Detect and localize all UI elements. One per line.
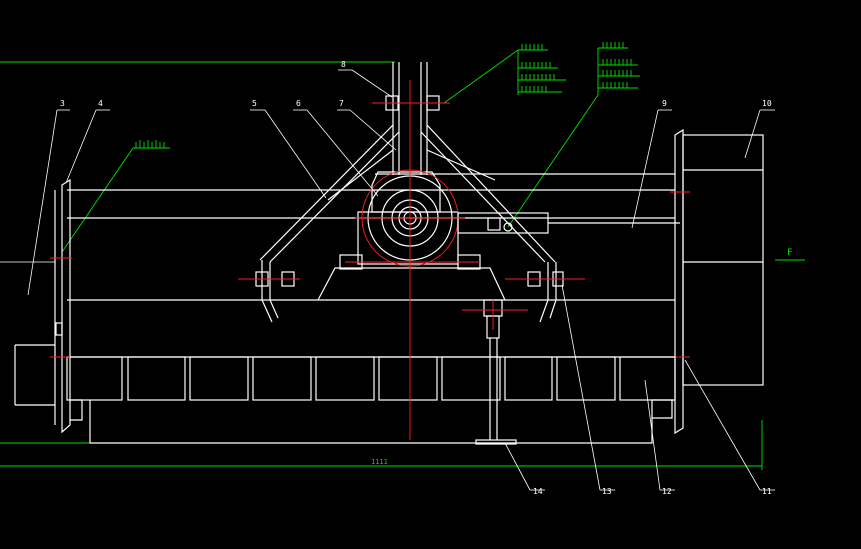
- part-label-8: 8: [341, 60, 346, 69]
- main-housing: [0, 128, 764, 444]
- overall-dimension: 1111: [371, 458, 388, 466]
- part-label-4: 4: [98, 99, 103, 108]
- view-marker-f: F: [787, 248, 792, 258]
- hitch-frame: [255, 62, 564, 323]
- part-label-3: 3: [60, 99, 65, 108]
- centerlines: [50, 80, 690, 440]
- part-label-10: 10: [762, 99, 772, 108]
- leader-lines: [27, 69, 775, 491]
- roughness-symbol-top-1: [517, 44, 566, 95]
- part-label-13: 13: [602, 487, 612, 496]
- support-leg: [475, 299, 517, 445]
- part-label-11: 11: [762, 487, 772, 496]
- roughness-symbol-left: [133, 140, 170, 149]
- roughness-symbol-top-2: [597, 42, 640, 95]
- part-label-14: 14: [533, 487, 543, 496]
- part-label-5: 5: [252, 99, 257, 108]
- part-label-7: 7: [339, 99, 344, 108]
- part-label-9: 9: [662, 99, 667, 108]
- part-label-6: 6: [296, 99, 301, 108]
- dimension-lines: [0, 49, 805, 470]
- part-label-12: 12: [662, 487, 672, 496]
